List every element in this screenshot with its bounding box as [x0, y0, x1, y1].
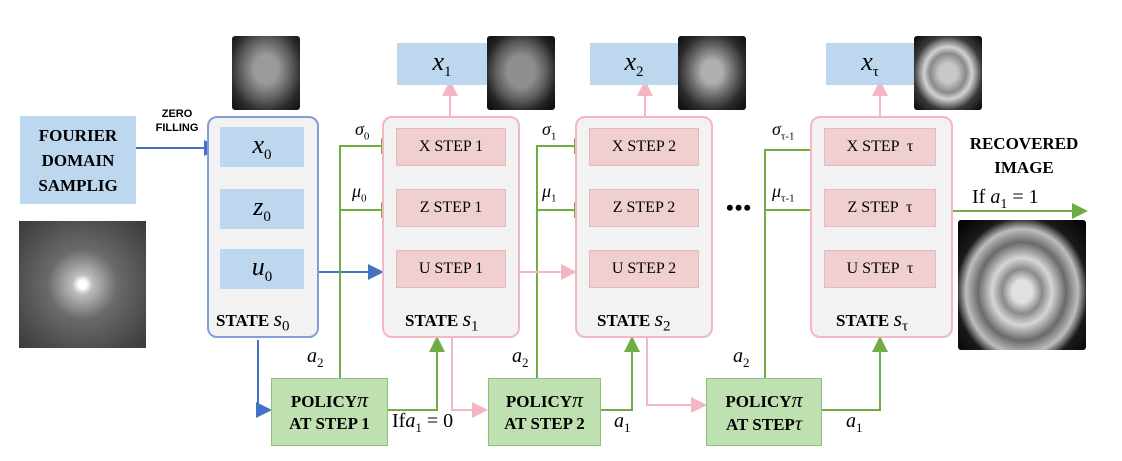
- a1-label-1: a1: [614, 410, 631, 435]
- state1-label: STATE s1: [405, 306, 479, 335]
- x2-output-box: x2: [590, 43, 678, 85]
- sampling-line-3: SAMPLIG: [38, 175, 118, 195]
- stop-condition-label: If a1 = 1: [972, 186, 1039, 212]
- a2-label-2: a2: [512, 345, 529, 370]
- a2-label-3: a2: [733, 345, 750, 370]
- state0-u-box: u0: [220, 249, 304, 289]
- recovered-mri-image: [958, 220, 1086, 350]
- sigma-tau-label: στ-1: [772, 119, 795, 143]
- policy1-param-trunk: [339, 138, 397, 380]
- state2-to-policy3-arrow: [646, 338, 707, 413]
- policy3-to-state-tau-arrow: [822, 336, 888, 411]
- ellipsis-dots: •••: [726, 195, 753, 220]
- zero-filling-line-1: ZERO: [161, 108, 193, 120]
- state0-to-policy1-arrow: [256, 340, 272, 418]
- mu-tau-label: μτ-1: [772, 181, 795, 205]
- z-step-tau-box: Z STEP τ: [824, 189, 936, 227]
- zero-filling-line-2: FILLING: [155, 122, 199, 134]
- state0-x-var: x0: [252, 129, 272, 164]
- policy-3-line-1: POLICYπ: [725, 386, 803, 412]
- fourier-sampling-box: FOURIER DOMAIN SAMPLIG: [20, 116, 136, 204]
- x-step-tau-box: X STEP τ: [824, 128, 936, 166]
- policy2-to-state2-arrow: [601, 336, 640, 411]
- policy-1-line-2: AT STEP 1: [289, 414, 370, 433]
- z-step-1-box: Z STEP 1: [396, 189, 506, 227]
- sampling-line-2: DOMAIN: [41, 150, 115, 170]
- policy1-to-state1-arrow: [388, 336, 445, 411]
- x2-output-var: x2: [624, 46, 644, 81]
- policy-2-line-2: AT STEP 2: [504, 414, 585, 433]
- mu0-label: μ0: [352, 181, 367, 205]
- state0-z-box: z0: [220, 189, 304, 229]
- u-step-2-box: U STEP 2: [589, 250, 699, 288]
- recovered-line-2: IMAGE: [994, 158, 1054, 177]
- state0-z-var: z0: [253, 191, 271, 226]
- x-step-2-box: X STEP 2: [589, 128, 699, 166]
- z-step-2-box: Z STEP 2: [589, 189, 699, 227]
- policy-step-tau-box: POLICYπ AT STEPτ: [706, 378, 822, 446]
- a2-label-1: a2: [307, 345, 324, 370]
- zero-filling-label: ZERO FILLING: [142, 107, 212, 135]
- state0-label: STATE s0: [216, 306, 290, 335]
- state2-label: STATE s2: [597, 306, 671, 335]
- u-step-1-box: U STEP 1: [396, 250, 506, 288]
- x-step-1-box: X STEP 1: [396, 128, 506, 166]
- state1-to-policy2-arrow: [451, 338, 488, 418]
- state0-mri-thumbnail: [232, 36, 300, 110]
- sampling-line-1: FOURIER: [38, 125, 118, 145]
- policy3-param-trunk: [764, 142, 826, 380]
- x1-output-var: x1: [432, 46, 452, 81]
- recovered-line-1: RECOVERED: [969, 134, 1079, 153]
- state-tau-label: STATE sτ: [836, 306, 909, 335]
- x-tau-output-var: xτ: [861, 46, 879, 81]
- x2-mri-thumbnail: [678, 36, 746, 110]
- x-tau-mri-thumbnail: [914, 36, 982, 110]
- x1-mri-thumbnail: [487, 36, 555, 110]
- state0-x-box: x0: [220, 127, 304, 167]
- recovered-image-label: RECOVERED IMAGE: [958, 132, 1090, 180]
- policy-step-1-box: POLICYπ AT STEP 1: [271, 378, 388, 446]
- continue-condition-label: Ifa1 = 0: [392, 410, 454, 435]
- mu1-label: μ1: [542, 181, 557, 205]
- policy-2-line-1: POLICYπ: [505, 387, 584, 412]
- policy-3-line-2: AT STEPτ: [726, 412, 802, 435]
- policy-step-2-box: POLICYπ AT STEP 2: [488, 378, 601, 446]
- kspace-sampling-image: [19, 221, 146, 348]
- x1-output-box: x1: [397, 43, 487, 85]
- sigma1-label: σ1: [542, 119, 557, 143]
- policy-1-line-1: POLICYπ: [290, 387, 369, 412]
- policy2-param-trunk: [536, 138, 590, 380]
- u-step-tau-box: U STEP τ: [824, 250, 936, 288]
- a1-label-2: a1: [846, 410, 863, 435]
- state0-u-var: u0: [251, 251, 273, 286]
- sigma0-label: σ0: [355, 119, 370, 143]
- x-tau-output-box: xτ: [826, 43, 914, 85]
